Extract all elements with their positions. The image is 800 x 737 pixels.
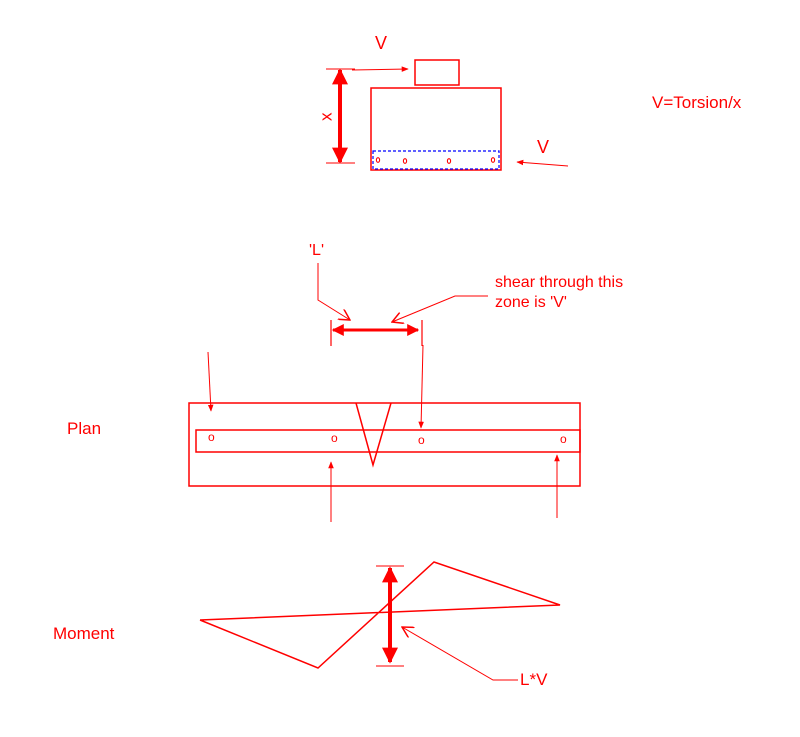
l-pointer-arrow [317, 263, 350, 320]
v-right-arrow [516, 159, 569, 167]
shear-note-line1: shear through this [495, 274, 624, 291]
plan-bar-strip [195, 429, 581, 453]
moment-diagram [199, 561, 561, 681]
l-dimension [317, 263, 488, 346]
dashed-bar-zone [372, 150, 500, 170]
section-bar-3 [446, 158, 452, 164]
l-label: 'L' [309, 242, 325, 259]
section-bar-2 [402, 158, 408, 164]
section-bar-4 [490, 157, 496, 163]
lv-label: L*V [520, 670, 548, 689]
v-top-arrow [351, 66, 409, 72]
section-body [370, 87, 502, 171]
plan-view [188, 344, 581, 522]
plan-hole-4: o [560, 432, 567, 446]
formula-label: V=Torsion/x [652, 93, 742, 112]
v-top-label: V [375, 33, 388, 53]
plan-hole-1: o [208, 430, 215, 444]
upper-block [414, 59, 460, 86]
plan-title: Plan [67, 419, 102, 438]
plan-outline [188, 402, 581, 487]
cross-section [326, 59, 569, 171]
shear-note-line2: zone is 'V' [495, 294, 567, 311]
load-arrow-left [207, 351, 214, 412]
v-right-label: V [537, 137, 550, 157]
v-notch [355, 402, 392, 468]
lv-pointer-arrow [402, 627, 518, 681]
section-bar-1 [375, 157, 381, 163]
x-label: x [316, 112, 336, 122]
moment-title: Moment [53, 624, 115, 643]
plan-hole-3: o [418, 433, 425, 447]
moment-curve [199, 561, 561, 669]
load-arrow-center [418, 344, 424, 429]
plan-hole-2: o [331, 431, 338, 445]
shear-pointer-arrow [392, 295, 488, 322]
